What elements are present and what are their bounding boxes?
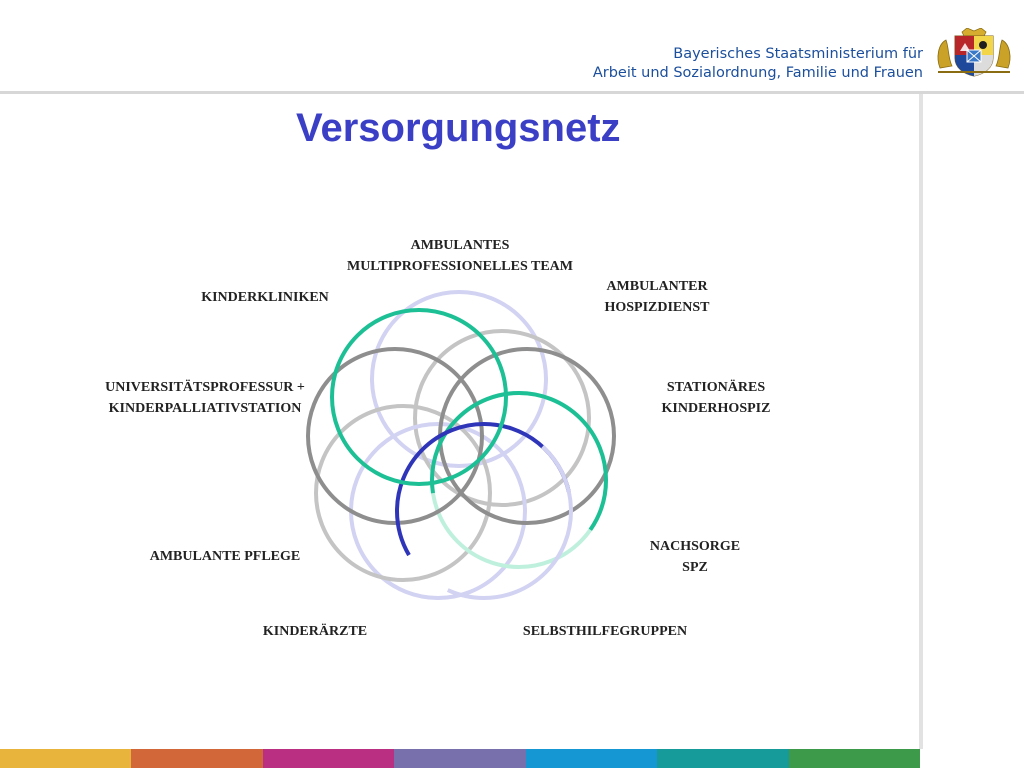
label-kinderhospiz-line-2: KINDERHOSPIZ bbox=[661, 401, 771, 416]
label-selbsthilfegruppen: SELBSTHILFEGRUPPEN bbox=[522, 624, 688, 639]
color-bar-segment bbox=[131, 749, 263, 768]
label-hospizdienst-line-2: HOSPIZDIENST bbox=[604, 300, 710, 315]
ministry-name-line-2: Arbeit und Sozialordnung, Familie und Fr… bbox=[592, 65, 923, 81]
label-kinderaerzte: KINDERÄRZTE bbox=[262, 624, 368, 639]
bottom-color-bar bbox=[0, 749, 920, 768]
label-ambulantes-team: AMBULANTES MULTIPROFESSIONELLES TEAM bbox=[320, 235, 600, 277]
color-bar-segment bbox=[657, 749, 789, 768]
label-kinderhospiz-line-1: STATIONÄRES bbox=[666, 380, 766, 395]
label-kinderhospiz: STATIONÄRES KINDERHOSPIZ bbox=[636, 377, 796, 419]
label-nachsorge: NACHSORGE SPZ bbox=[625, 536, 765, 578]
label-hospizdienst-line-1: AMBULANTER bbox=[606, 279, 708, 294]
network-circle-blue bbox=[395, 422, 573, 600]
network-circle-teal-right bbox=[430, 391, 608, 569]
network-circle-teal-left bbox=[330, 308, 508, 486]
color-bar-segment bbox=[0, 749, 132, 768]
color-bar-segment bbox=[788, 749, 920, 768]
page-title: Versorgungsnetz bbox=[296, 106, 621, 150]
label-hospizdienst: AMBULANTER HOSPIZDIENST bbox=[577, 276, 737, 318]
bavarian-coat-of-arms-icon bbox=[937, 28, 1011, 77]
label-nachsorge-line-2: SPZ bbox=[682, 560, 708, 575]
label-universitaetsprofessur: UNIVERSITÄTSPROFESSUR + KINDERPALLIATIVS… bbox=[70, 377, 340, 419]
network-circle-gray-dark-left bbox=[306, 347, 484, 525]
ministry-name: Bayerisches Staatsministerium für Arbeit… bbox=[593, 45, 923, 83]
label-universitaetsprofessur-line-1: UNIVERSITÄTSPROFESSUR + bbox=[105, 380, 305, 395]
color-bar-segment bbox=[262, 749, 395, 768]
right-divider bbox=[919, 94, 923, 749]
network-circle-gray-upper-right bbox=[413, 329, 591, 507]
label-ambulantes-team-line-1: AMBULANTES bbox=[410, 238, 510, 253]
label-ambulante-pflege: AMBULANTE PFLEGE bbox=[149, 549, 301, 564]
color-bar-segment bbox=[525, 749, 658, 768]
network-circle-lavender-top bbox=[370, 290, 548, 468]
ministry-name-line-1: Bayerisches Staatsministerium für bbox=[673, 46, 923, 62]
label-ambulantes-team-line-2: MULTIPROFESSIONELLES TEAM bbox=[346, 259, 573, 274]
header-divider bbox=[0, 91, 1024, 94]
network-circle-lavender-front bbox=[395, 422, 573, 600]
label-nachsorge-line-1: NACHSORGE bbox=[649, 539, 741, 554]
label-kinderkliniken: KINDERKLINIKEN bbox=[201, 290, 329, 305]
color-bar-segment bbox=[394, 749, 526, 768]
label-universitaetsprofessur-line-2: KINDERPALLIATIVSTATION bbox=[108, 401, 302, 416]
network-circle-gray-lower-left bbox=[314, 404, 492, 582]
